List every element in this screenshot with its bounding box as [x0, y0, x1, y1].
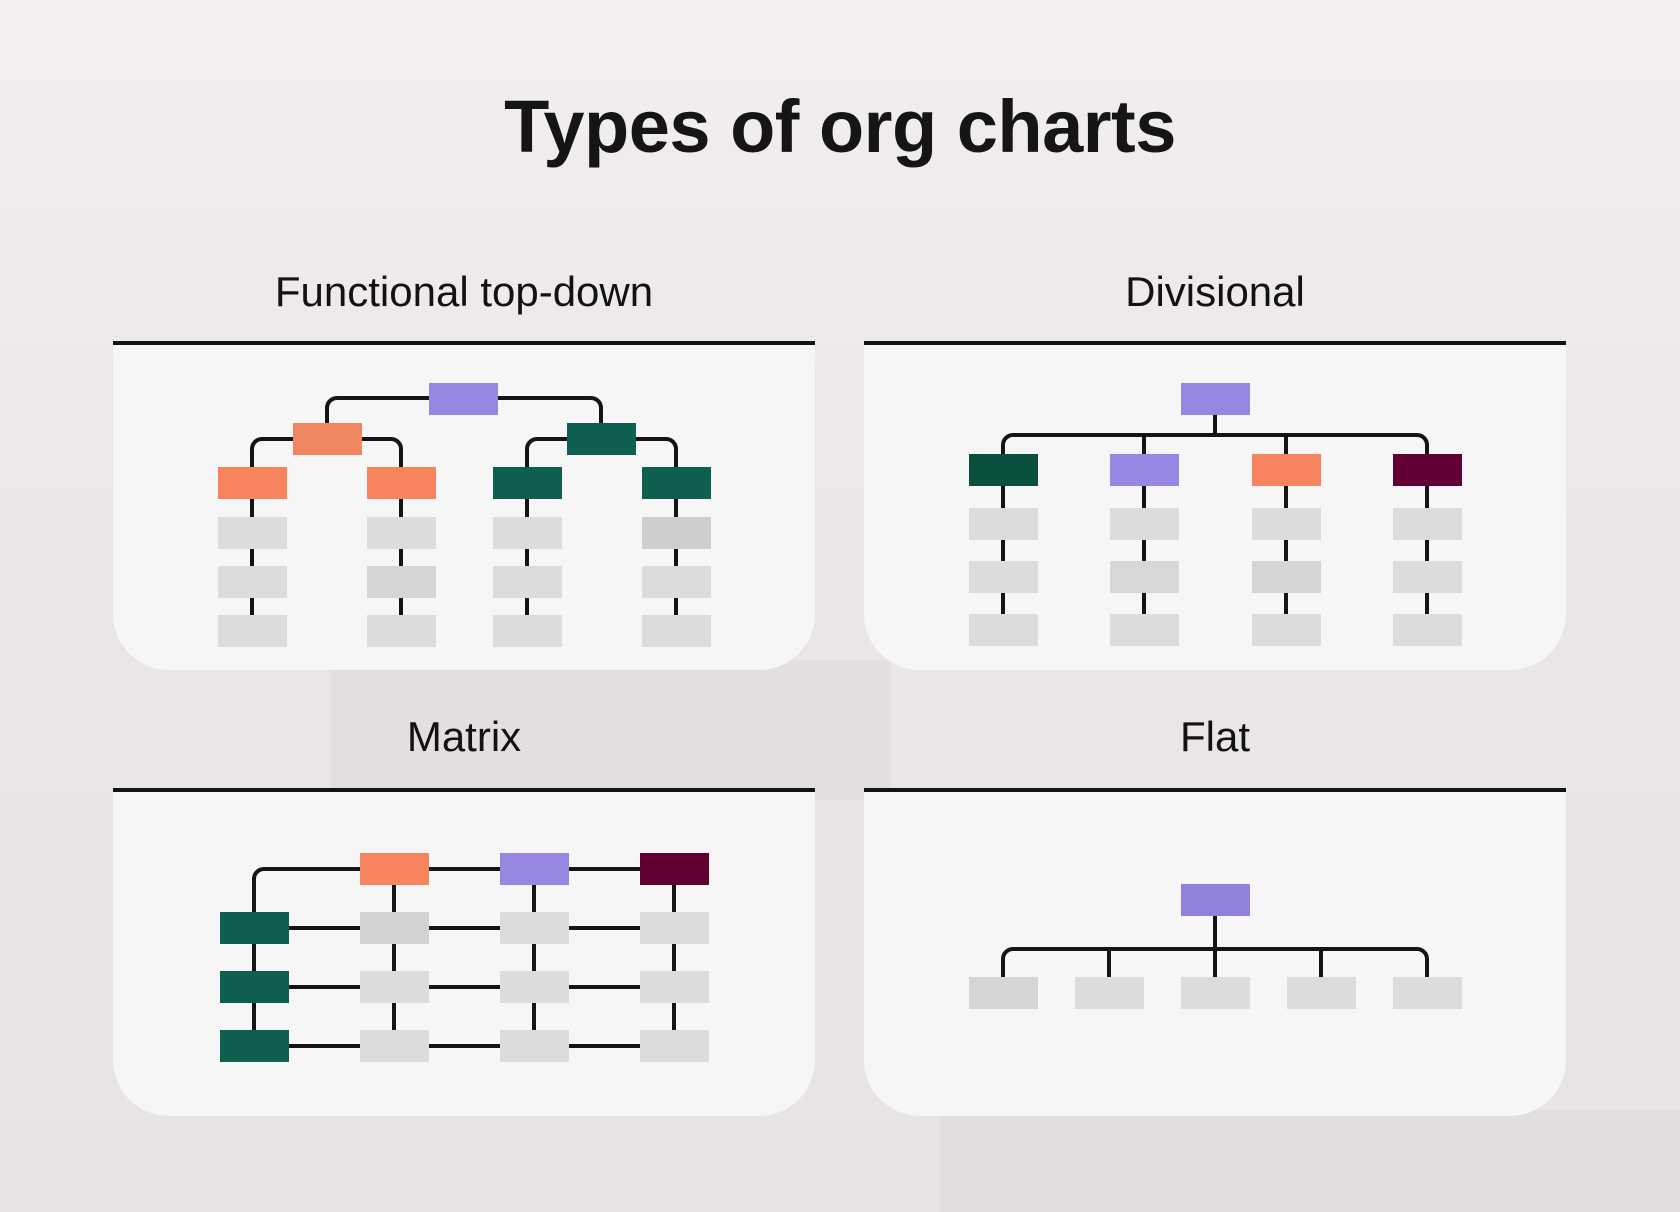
section-divider — [864, 788, 1566, 792]
section-divider — [113, 788, 815, 792]
function-head-node — [500, 853, 569, 885]
section-label: Divisional — [1125, 268, 1305, 315]
diagram-panel — [113, 792, 815, 1116]
department-head-node — [293, 423, 362, 455]
department-head-node — [567, 423, 636, 455]
division-head-node — [1252, 454, 1321, 486]
function-head-node — [360, 853, 429, 885]
root-node — [429, 383, 498, 415]
project-head-node — [220, 971, 289, 1003]
section-label: Matrix — [406, 713, 522, 760]
member-nodes — [218, 517, 711, 647]
divisional-org-chart — [969, 383, 1462, 646]
project-head-node — [220, 912, 289, 944]
member-nodes — [360, 912, 709, 1062]
division-head-node — [969, 454, 1038, 486]
connectors — [252, 867, 676, 1048]
page-title: Types of org charts — [504, 85, 1176, 168]
background-texture — [940, 1110, 1680, 1212]
section-label: Functional top-down — [274, 268, 654, 315]
member-nodes — [969, 977, 1462, 1009]
connectors — [1001, 415, 1429, 614]
section-divider — [113, 341, 815, 345]
section-divider — [864, 341, 1566, 345]
diagram-panel — [864, 345, 1566, 670]
member-nodes — [969, 508, 1462, 646]
diagram-panel — [113, 345, 815, 670]
division-head-node — [1393, 454, 1462, 486]
function-head-node — [640, 853, 709, 885]
matrix-org-chart — [220, 853, 709, 1062]
project-head-node — [220, 1030, 289, 1062]
flat-org-chart — [969, 884, 1462, 1009]
background-texture — [330, 660, 890, 800]
root-node — [1181, 383, 1250, 415]
team-lead-node — [218, 467, 287, 499]
section-label: Flat — [1179, 713, 1250, 760]
root-node — [1181, 884, 1250, 916]
division-head-node — [1110, 454, 1179, 486]
diagram-panel — [864, 792, 1566, 1116]
functional-org-chart — [218, 383, 711, 647]
team-lead-node — [493, 467, 562, 499]
team-lead-node — [367, 467, 436, 499]
connectors — [1001, 916, 1429, 977]
team-lead-node — [642, 467, 711, 499]
connectors — [250, 396, 678, 615]
